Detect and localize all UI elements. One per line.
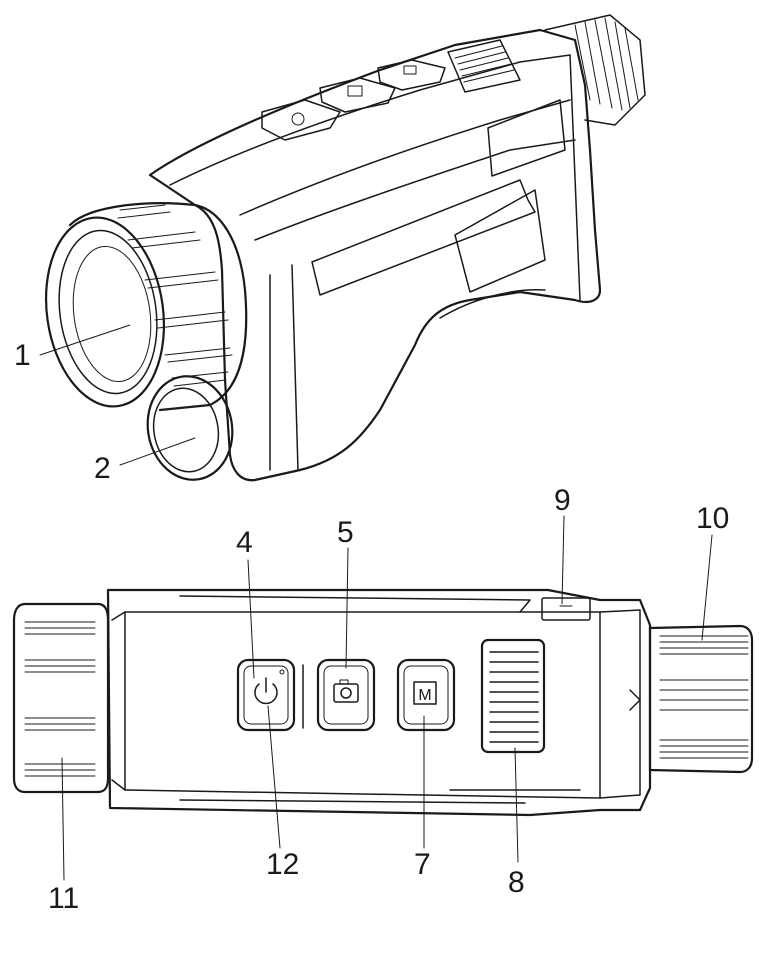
mode-button-outline	[396, 658, 456, 732]
focus-ring-outline	[68, 202, 248, 412]
body-top-grooves	[179, 595, 581, 804]
usb-port[interactable]	[541, 597, 591, 621]
top-buttons	[261, 59, 446, 141]
grip-curve	[439, 289, 546, 319]
usb-port-icon	[551, 605, 581, 613]
focus-wheel-top[interactable]	[447, 39, 521, 93]
objective-ring-outline	[648, 624, 754, 774]
label-12: 12	[266, 848, 299, 881]
label-10: 10	[696, 502, 729, 535]
leader-9	[561, 515, 565, 605]
alignment-notch	[629, 689, 641, 711]
objective-lens-assembly	[44, 202, 248, 412]
objective-ring-right[interactable]	[629, 624, 754, 774]
perspective-view: 1 2	[14, 14, 646, 485]
label-11: 11	[48, 882, 79, 915]
capture-button[interactable]	[316, 658, 376, 732]
eyepiece-left[interactable]	[12, 602, 110, 794]
camera-icon-lens	[340, 687, 352, 699]
leader-1	[39, 324, 131, 356]
power-button-outline	[236, 658, 296, 732]
objective-lens-inner	[58, 229, 158, 395]
side-panel-grip	[454, 189, 546, 293]
leader-12	[267, 705, 281, 849]
eyepiece-left-ridges	[24, 621, 96, 777]
objective-ring-mid-ridges	[659, 679, 749, 711]
mode-icon-top	[403, 65, 417, 75]
body-rear-block	[599, 609, 641, 799]
leader-5	[345, 547, 349, 669]
top-down-view: M 4 5 9 10 11 12 7 8	[12, 484, 754, 915]
power-icon	[254, 683, 278, 705]
usb-port-outline	[541, 597, 591, 621]
capture-button-outline	[316, 658, 376, 732]
leader-8	[514, 747, 519, 863]
mode-button[interactable]: M	[396, 658, 456, 732]
objective-ring-ridges	[659, 635, 749, 759]
focus-wheel-outline	[480, 638, 546, 754]
capture-button-inner	[323, 665, 369, 725]
camera-icon-top	[347, 85, 363, 97]
body-top-corners	[111, 611, 126, 791]
eyepiece-outline	[544, 14, 646, 126]
mode-button-top[interactable]	[377, 59, 446, 91]
power-button-inner	[243, 665, 289, 725]
camera-button-top[interactable]	[319, 77, 396, 113]
upper-contour	[239, 99, 571, 216]
leader-4	[247, 559, 255, 679]
mode-icon-box	[413, 681, 437, 705]
mode-button-inner	[403, 665, 449, 725]
mode-icon-letter: M	[418, 687, 431, 704]
leader-2	[119, 437, 196, 466]
objective-lens-outer	[44, 216, 166, 408]
wheel-outline	[447, 39, 521, 93]
eyepiece-ridges	[574, 17, 639, 111]
rear-edge	[569, 54, 581, 301]
label-9: 9	[554, 484, 571, 517]
label-4: 4	[236, 526, 253, 559]
label-2: 2	[94, 452, 111, 485]
label-8: 8	[508, 866, 525, 899]
secondary-lens-inner	[152, 387, 220, 473]
eyepiece-top[interactable]	[544, 14, 646, 126]
side-panel-upper	[311, 179, 536, 296]
label-plate	[487, 99, 566, 177]
secondary-lens	[146, 375, 234, 481]
label-1: 1	[14, 339, 31, 372]
objective-lens-glass	[72, 245, 152, 383]
leader-11	[61, 757, 65, 881]
top-ridge	[169, 54, 571, 186]
label-5: 5	[337, 516, 354, 549]
camera-icon-top	[339, 679, 349, 685]
indicator-light	[279, 669, 285, 675]
power-button-top[interactable]	[261, 99, 341, 141]
focus-wheel[interactable]	[480, 638, 546, 754]
camera-icon	[333, 683, 359, 703]
focus-ring-ridges	[117, 204, 233, 387]
body-outline	[148, 28, 602, 482]
power-icon-top	[291, 112, 305, 126]
wheel-ridges	[454, 45, 515, 83]
focus-wheel-ridges	[489, 651, 539, 743]
mid-contour	[254, 139, 576, 241]
label-7: 7	[414, 848, 431, 881]
body-top-outline	[106, 588, 652, 817]
leader-10	[701, 534, 713, 641]
power-button[interactable]	[236, 658, 296, 732]
secondary-lens-outer	[146, 375, 234, 481]
front-edge-2	[291, 264, 299, 471]
